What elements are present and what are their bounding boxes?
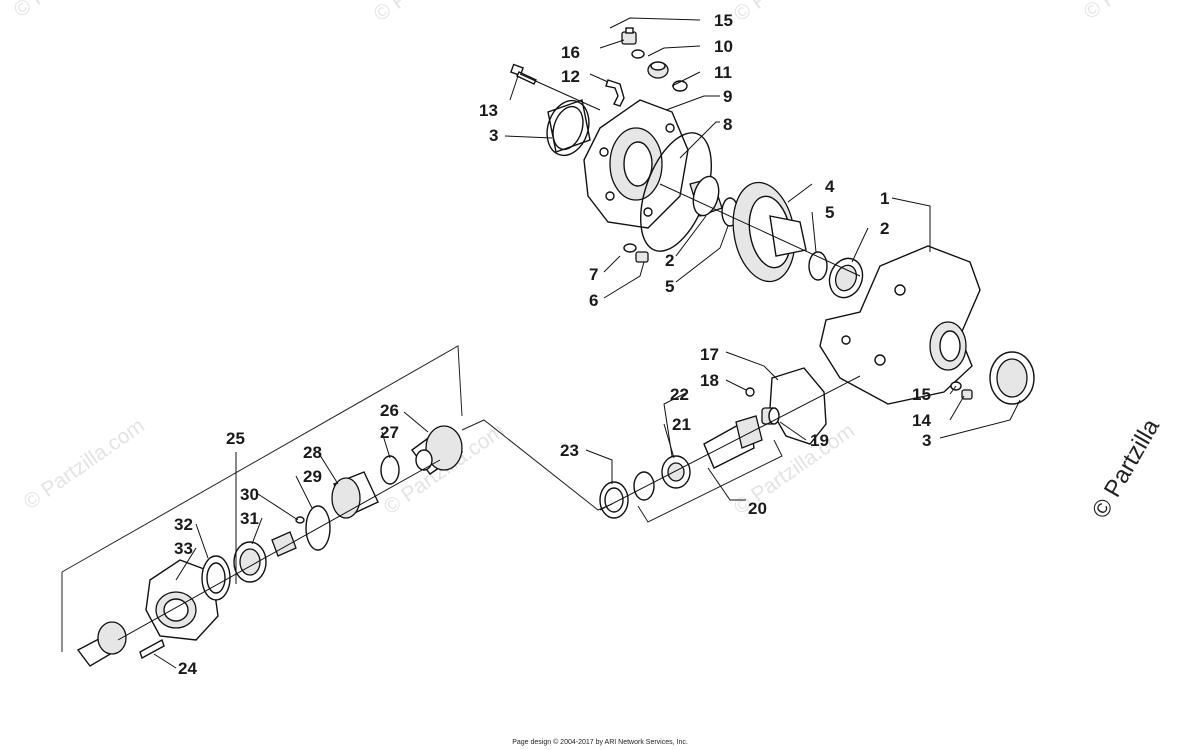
part-breather-12: [605, 79, 625, 107]
callout-33: 33: [174, 539, 193, 558]
callout-2-lower: 2: [665, 251, 674, 270]
callout-31: 31: [240, 509, 259, 528]
part-bolt-24: [139, 638, 165, 660]
part-bearing-31: [233, 541, 267, 583]
part-seal-23: [599, 481, 629, 519]
watermark: © Partzilla.com: [1080, 0, 1200, 24]
partzilla-brand: © Partzilla: [1087, 414, 1166, 523]
callout-20: 20: [748, 499, 767, 518]
part-input-shaft: [76, 621, 127, 667]
callout-5-lower: 5: [665, 277, 674, 296]
watermark: © Partzilla.com: [10, 0, 139, 22]
callout-27: 27: [380, 423, 399, 442]
axis-line: [659, 183, 861, 277]
callout-24: 24: [178, 659, 197, 678]
callout-16: 16: [561, 43, 580, 62]
callout-9: 9: [723, 87, 732, 106]
axis-line: [599, 375, 861, 511]
part-bearing-2-upper: [689, 175, 723, 217]
callout-26: 26: [380, 401, 399, 420]
part-plug-16: [621, 27, 637, 45]
part-pin-18: [745, 387, 755, 397]
watermark-layer: © Partzilla.com © Partzilla.com © Partzi…: [10, 0, 1200, 519]
callout-17: 17: [700, 345, 719, 364]
part-nut-6: [635, 251, 649, 263]
part-main-housing-1: [819, 245, 981, 405]
part-bearing-22: [661, 455, 691, 489]
part-gear-26: [411, 425, 464, 475]
callout-labels: 15 16 10 12 11 9 13 8 3 4 1 5 2 7 2 5 6 …: [174, 11, 931, 678]
part-bearing-2-lower: [828, 257, 864, 299]
part-bearing-19: [761, 407, 780, 425]
callout-15: 15: [714, 11, 733, 30]
axis-line: [117, 459, 441, 641]
part-snap-ring-29: [305, 505, 331, 551]
callout-6: 6: [589, 291, 598, 310]
part-seal-32: [201, 555, 231, 601]
axis-line: [519, 73, 601, 111]
callout-3-right: 3: [922, 431, 931, 450]
callout-19: 19: [810, 431, 829, 450]
callout-29: 29: [303, 467, 322, 486]
watermark: © Partzilla.com: [20, 414, 149, 514]
part-pinion-21: [703, 415, 763, 469]
bracket-25: [61, 345, 463, 652]
page-footer: Page design © 2004-2017 by ARI Network S…: [512, 739, 688, 746]
part-bolt-13: [510, 63, 537, 85]
callout-21: 21: [672, 415, 691, 434]
callout-5-upper: 5: [825, 203, 834, 222]
callout-4: 4: [825, 177, 835, 196]
part-cover-housing-9: [583, 99, 689, 229]
part-ring-gear-4: [732, 181, 807, 283]
callout-30: 30: [240, 485, 259, 504]
callout-25: 25: [226, 429, 245, 448]
part-spacer-22: [633, 471, 655, 501]
part-seal-3-right: [989, 351, 1035, 405]
callout-10: 10: [714, 37, 733, 56]
callout-18: 18: [700, 371, 719, 390]
callout-22: 22: [670, 385, 689, 404]
watermark: © Partzilla.com: [370, 0, 499, 26]
callout-14: 14: [912, 411, 931, 430]
callout-8: 8: [723, 115, 732, 134]
callout-13: 13: [479, 101, 498, 120]
part-shim-5-lower: [808, 251, 828, 281]
bracket-20: [637, 439, 783, 523]
part-snap-ring-27: [380, 455, 400, 485]
callout-7: 7: [589, 265, 598, 284]
callout-1: 1: [880, 189, 889, 208]
part-plug-14: [961, 389, 973, 400]
part-housing-33: [145, 559, 219, 641]
part-seal-3-upper: [546, 99, 591, 157]
callout-2-upper: 2: [880, 219, 889, 238]
part-plug-10: [647, 61, 669, 79]
watermark: © Partzilla.com: [730, 0, 859, 26]
part-washer-15-upper: [631, 49, 645, 59]
part-clip-30: [295, 516, 305, 524]
callout-23: 23: [560, 441, 579, 460]
part-washer-7: [623, 243, 637, 253]
callout-11: 11: [714, 63, 732, 82]
callout-15-right: 15: [912, 385, 931, 404]
leader-lines: [153, 17, 1021, 669]
part-gear-28: [331, 471, 379, 519]
callout-3-upper: 3: [489, 126, 498, 145]
callout-12: 12: [561, 67, 580, 86]
callout-32: 32: [174, 515, 193, 534]
callout-28: 28: [303, 443, 322, 462]
